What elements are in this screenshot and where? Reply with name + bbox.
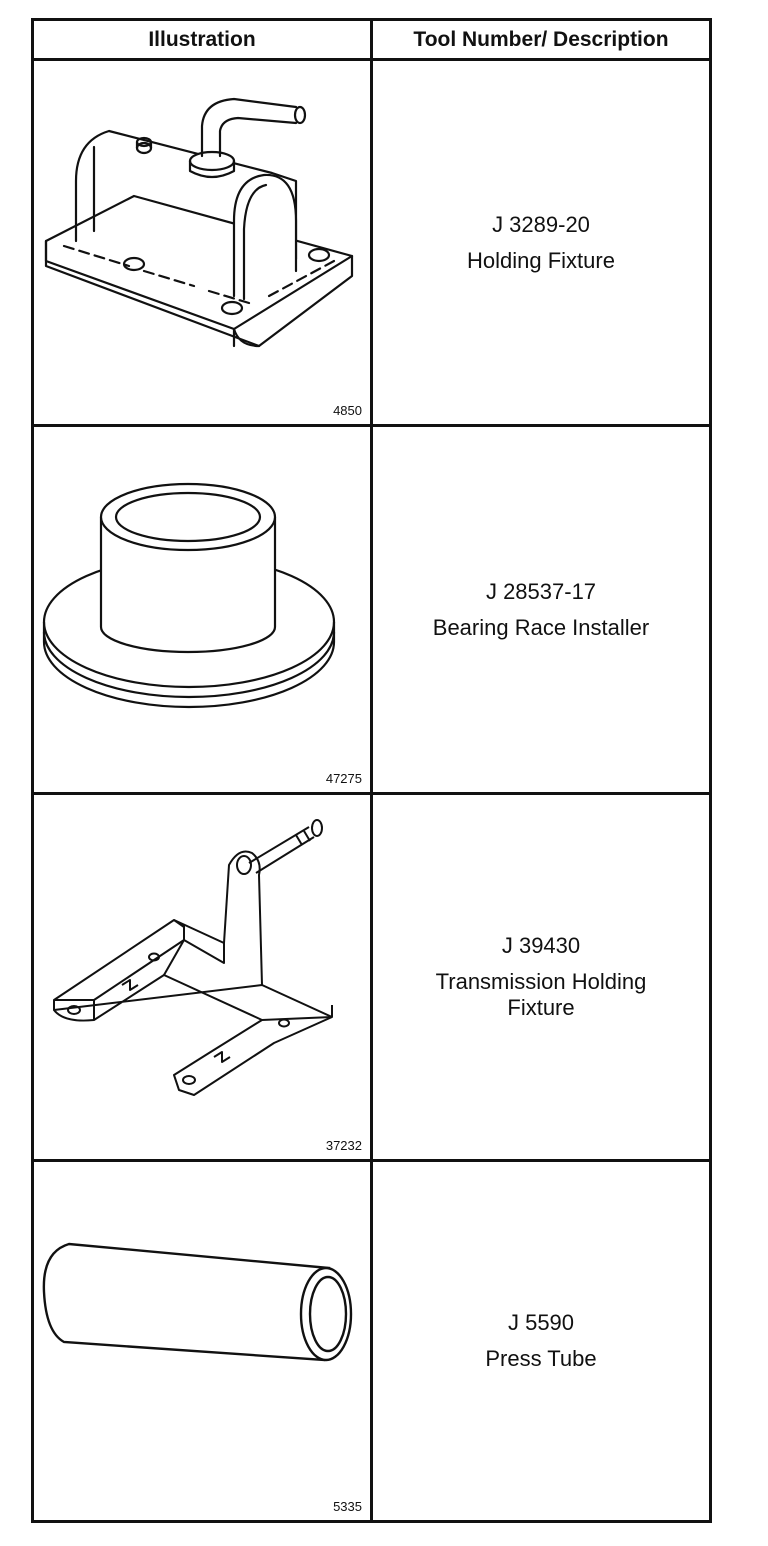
illustration-cell: 4850	[34, 61, 370, 424]
description-cell: J 39430 Transmission Holding Fixture	[373, 795, 709, 1159]
description-cell: J 3289-20 Holding Fixture	[373, 61, 709, 424]
tool-description: Transmission Holding Fixture	[435, 969, 647, 1020]
tool-number: J 5590	[507, 1310, 575, 1335]
tool-number: J 3289-20	[492, 211, 590, 237]
tool-description: Bearing Race Installer	[432, 614, 650, 640]
figure-number: 37232	[325, 1138, 362, 1153]
description-cell: J 28537-17 Bearing Race Installer	[373, 427, 709, 792]
description-cell: J 5590 Press Tube	[373, 1162, 709, 1520]
transmission-holding-fixture-illustration	[53, 819, 333, 1096]
figure-number: 4850	[333, 403, 362, 418]
tool-number: J 39430	[501, 933, 581, 958]
table-header: Illustration Tool Number/ Description	[34, 21, 709, 61]
header-tool-number: Tool Number/ Description	[413, 28, 669, 51]
press-tube-illustration	[42, 1242, 353, 1362]
tool-description: Press Tube	[485, 1346, 597, 1371]
illustration-cell: 5335	[34, 1162, 370, 1520]
figure-number: 5335	[333, 1499, 362, 1514]
tool-table: Illustration Tool Number/ Description	[31, 18, 712, 1523]
holding-fixture-illustration	[44, 97, 354, 348]
table-row: 37232 J 39430 Transmission Holding Fixtu…	[34, 795, 709, 1162]
illustration-cell: 47275	[34, 427, 370, 792]
illustration-cell: 37232	[34, 795, 370, 1159]
table-row: 5335 J 5590 Press Tube	[34, 1162, 709, 1520]
table-row: 4850 J 3289-20 Holding Fixture	[34, 61, 709, 427]
column-divider	[370, 21, 373, 1520]
header-illustration: Illustration	[148, 28, 256, 51]
table-row: 47275 J 28537-17 Bearing Race Installer	[34, 427, 709, 795]
tool-number: J 28537-17	[485, 578, 597, 604]
figure-number: 47275	[325, 771, 362, 786]
tool-description: Holding Fixture	[467, 247, 615, 273]
bearing-race-installer-illustration	[42, 482, 336, 709]
